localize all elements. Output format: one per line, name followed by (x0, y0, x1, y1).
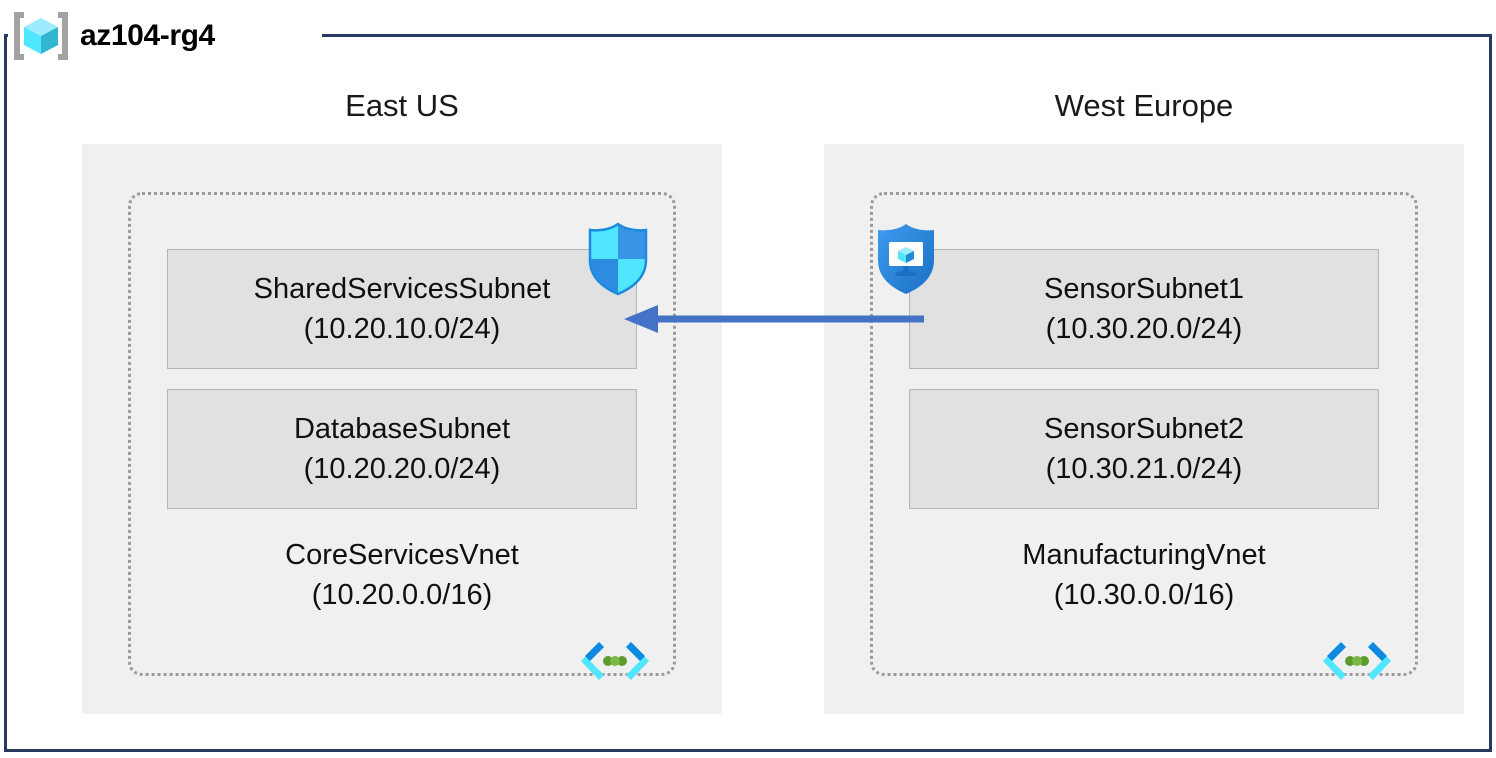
subnet-name: DatabaseSubnet (293, 413, 511, 445)
region-label: West Europe (1054, 88, 1234, 123)
vnet-coreservicesvnet[interactable]: SharedServicesSubnet (10.20.10.0/24) (128, 192, 676, 680)
subnet-databasesubnet[interactable]: DatabaseSubnet (10.20.20.0/24) (167, 389, 637, 509)
network-security-group-shield-icon (872, 222, 940, 296)
vnet-name: CoreServicesVnet (285, 539, 519, 571)
subnet-cidr: (10.20.10.0/24) (303, 313, 501, 345)
vnet-name: ManufacturingVnet (1022, 539, 1266, 571)
region-west-europe: West Europe SensorSubnet1 (10.30.20.0/24… (824, 86, 1464, 714)
vnet-cidr: (10.20.0.0/16) (311, 579, 493, 611)
virtual-network-icon (579, 639, 651, 683)
virtual-network-icon (1321, 639, 1393, 683)
subnet-name: SensorSubnet1 (1044, 273, 1244, 305)
vnet-manufacturingvnet[interactable]: SensorSubnet1 (10.30.20.0/24) (870, 192, 1418, 680)
region-box: SharedServicesSubnet (10.20.10.0/24) (82, 144, 722, 714)
resource-group-cube-icon (10, 9, 72, 63)
vnet-caption: CoreServicesVnet (10.20.0.0/16) (131, 535, 673, 615)
vnet-caption: ManufacturingVnet (10.30.0.0/16) (873, 535, 1415, 615)
region-label: East US (345, 88, 459, 123)
resource-group-name: az104-rg4 (80, 19, 215, 52)
region-box: SensorSubnet1 (10.30.20.0/24) (824, 144, 1464, 714)
resource-group-header-mask (8, 14, 326, 56)
region-east-us: East US SharedServicesSubnet (10.20.10.0… (82, 86, 722, 714)
subnet-cidr: (10.20.20.0/24) (303, 453, 501, 485)
vnet-peering-arrow (624, 304, 924, 334)
subnet-sensorsubnet2[interactable]: SensorSubnet2 (10.30.21.0/24) (909, 389, 1379, 509)
subnet-sensorsubnet1[interactable]: SensorSubnet1 (10.30.20.0/24) (878, 224, 1379, 369)
resource-group-title-rule (322, 34, 1492, 37)
subnet-name: SharedServicesSubnet (253, 273, 551, 305)
subnet-cidr: (10.30.20.0/24) (1045, 313, 1243, 345)
subnet-cidr: (10.30.21.0/24) (1045, 453, 1243, 485)
resource-group-header: az104-rg4 (10, 8, 215, 64)
firewall-shield-icon (584, 222, 652, 296)
subnet-sharedservicessubnet[interactable]: SharedServicesSubnet (10.20.10.0/24) (167, 222, 648, 369)
subnet-name: SensorSubnet2 (1044, 413, 1244, 445)
vnet-cidr: (10.30.0.0/16) (1053, 579, 1235, 611)
